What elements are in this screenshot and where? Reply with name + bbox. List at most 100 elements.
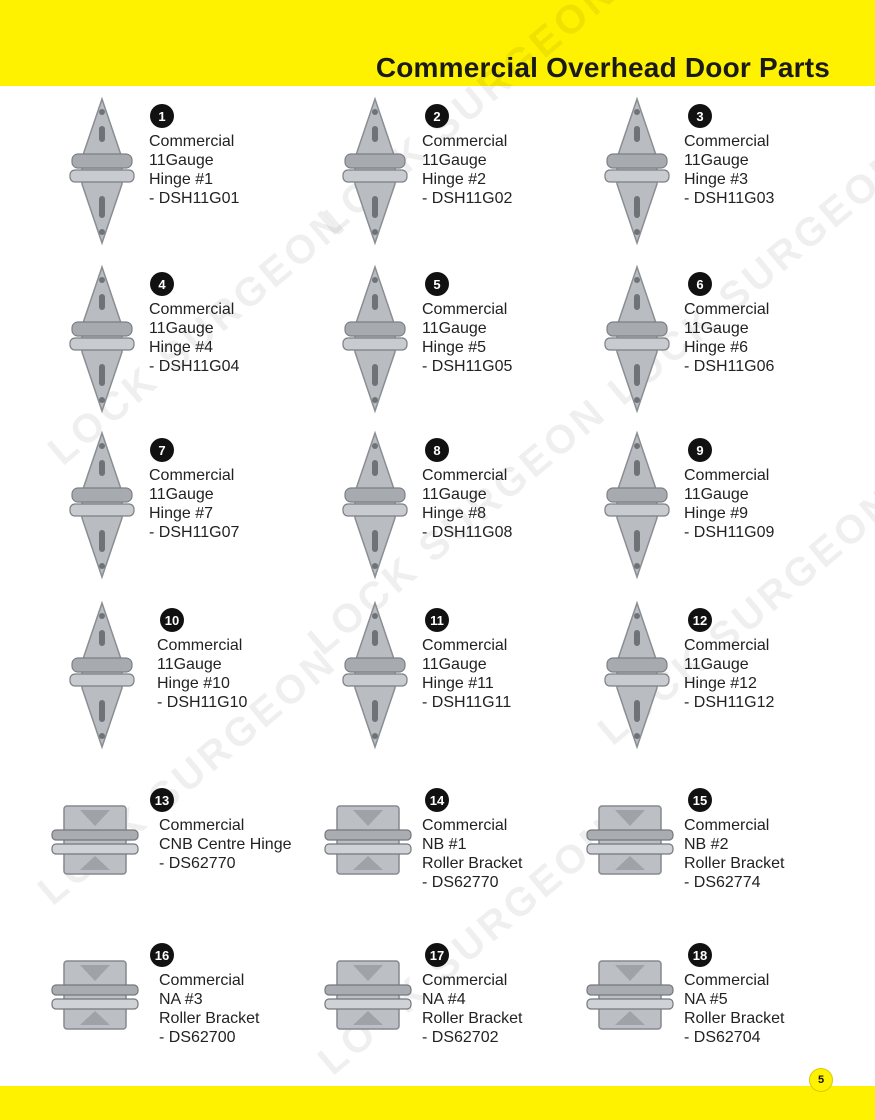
description-line: - DSH11G04 — [149, 358, 240, 375]
roller-bracket-image — [585, 800, 675, 885]
description-line: - DSH11G06 — [684, 358, 775, 375]
item-number-badge: 13 — [150, 788, 174, 812]
description-line: NA #4 — [422, 991, 466, 1008]
description-line: Hinge #10 — [157, 675, 230, 692]
description-line: Commercial — [159, 817, 245, 834]
item-number-badge: 15 — [688, 788, 712, 812]
description-line: Commercial — [684, 637, 770, 654]
description-line: Hinge #6 — [684, 339, 749, 356]
description-line: - DSH11G09 — [684, 524, 775, 541]
description-line: Commercial — [684, 817, 770, 834]
description-line: Roller Bracket — [684, 855, 785, 872]
header-bar — [0, 0, 875, 86]
description-line: - DSH11G01 — [149, 190, 240, 207]
description-line: - DSH11G02 — [422, 190, 513, 207]
description-line: 11Gauge — [157, 656, 222, 673]
description-line: Commercial — [422, 133, 508, 150]
description-line: - DS62770 — [159, 855, 236, 872]
description-line: - DSH11G11 — [422, 694, 512, 711]
hinge-image — [597, 600, 677, 755]
description-line: 11Gauge — [422, 320, 487, 337]
description-line: 11Gauge — [149, 320, 214, 337]
item-number-badge: 12 — [688, 608, 712, 632]
hinge-image — [597, 430, 677, 585]
hinge-image — [597, 96, 677, 251]
description-line: 11Gauge — [684, 152, 749, 169]
description-line: - DS62770 — [422, 874, 499, 891]
description-line: Hinge #12 — [684, 675, 757, 692]
item-number-badge: 8 — [425, 438, 449, 462]
description-line: Commercial — [422, 637, 508, 654]
description-line: Commercial — [684, 467, 770, 484]
description-line: - DSH11G05 — [422, 358, 513, 375]
description-line: 11Gauge — [422, 486, 487, 503]
item-number-badge: 2 — [425, 104, 449, 128]
description-line: Commercial — [157, 637, 243, 654]
description-line: Commercial — [684, 972, 770, 989]
description-line: Hinge #1 — [149, 171, 214, 188]
description-line: Hinge #5 — [422, 339, 487, 356]
description-line: Hinge #11 — [422, 675, 494, 692]
description-line: Commercial — [159, 972, 245, 989]
description-line: 11Gauge — [684, 320, 749, 337]
description-line: Roller Bracket — [159, 1010, 260, 1027]
description-line: - DS62702 — [422, 1029, 499, 1046]
description-line: - DSH11G03 — [684, 190, 775, 207]
description-line: 11Gauge — [149, 486, 214, 503]
hinge-image — [335, 600, 415, 755]
roller-bracket-image — [323, 800, 413, 885]
description-line: Commercial — [422, 972, 508, 989]
description-line: 11Gauge — [684, 486, 749, 503]
roller-bracket-image — [50, 955, 140, 1040]
description-line: 11Gauge — [149, 152, 214, 169]
description-line: NA #5 — [684, 991, 728, 1008]
description-line: Hinge #8 — [422, 505, 487, 522]
item-number-badge: 18 — [688, 943, 712, 967]
description-line: Commercial — [149, 133, 235, 150]
description-line: 11Gauge — [422, 152, 487, 169]
item-number-badge: 14 — [425, 788, 449, 812]
description-line: Commercial — [684, 301, 770, 318]
description-line: - DS62774 — [684, 874, 761, 891]
item-number-badge: 7 — [150, 438, 174, 462]
item-number-badge: 9 — [688, 438, 712, 462]
hinge-image — [62, 264, 142, 419]
description-line: Hinge #7 — [149, 505, 214, 522]
description-line: - DSH11G12 — [684, 694, 775, 711]
item-number-badge: 17 — [425, 943, 449, 967]
description-line: Hinge #2 — [422, 171, 487, 188]
item-number-badge: 11 — [425, 608, 449, 632]
item-number-badge: 5 — [425, 272, 449, 296]
description-line: 11Gauge — [684, 656, 749, 673]
description-line: 11Gauge — [422, 656, 487, 673]
description-line: Commercial — [422, 301, 508, 318]
roller-bracket-image — [323, 955, 413, 1040]
item-number-badge: 3 — [688, 104, 712, 128]
description-line: Commercial — [422, 467, 508, 484]
hinge-image — [62, 430, 142, 585]
item-number-badge: 4 — [150, 272, 174, 296]
description-line: - DSH11G08 — [422, 524, 513, 541]
roller-bracket-image — [50, 800, 140, 885]
description-line: Hinge #3 — [684, 171, 749, 188]
description-line: Commercial — [149, 301, 235, 318]
item-number-badge: 1 — [150, 104, 174, 128]
description-line: - DS62700 — [159, 1029, 236, 1046]
description-line: NB #2 — [684, 836, 729, 853]
description-line: - DS62704 — [684, 1029, 761, 1046]
description-line: Roller Bracket — [422, 855, 523, 872]
description-line: Hinge #4 — [149, 339, 214, 356]
